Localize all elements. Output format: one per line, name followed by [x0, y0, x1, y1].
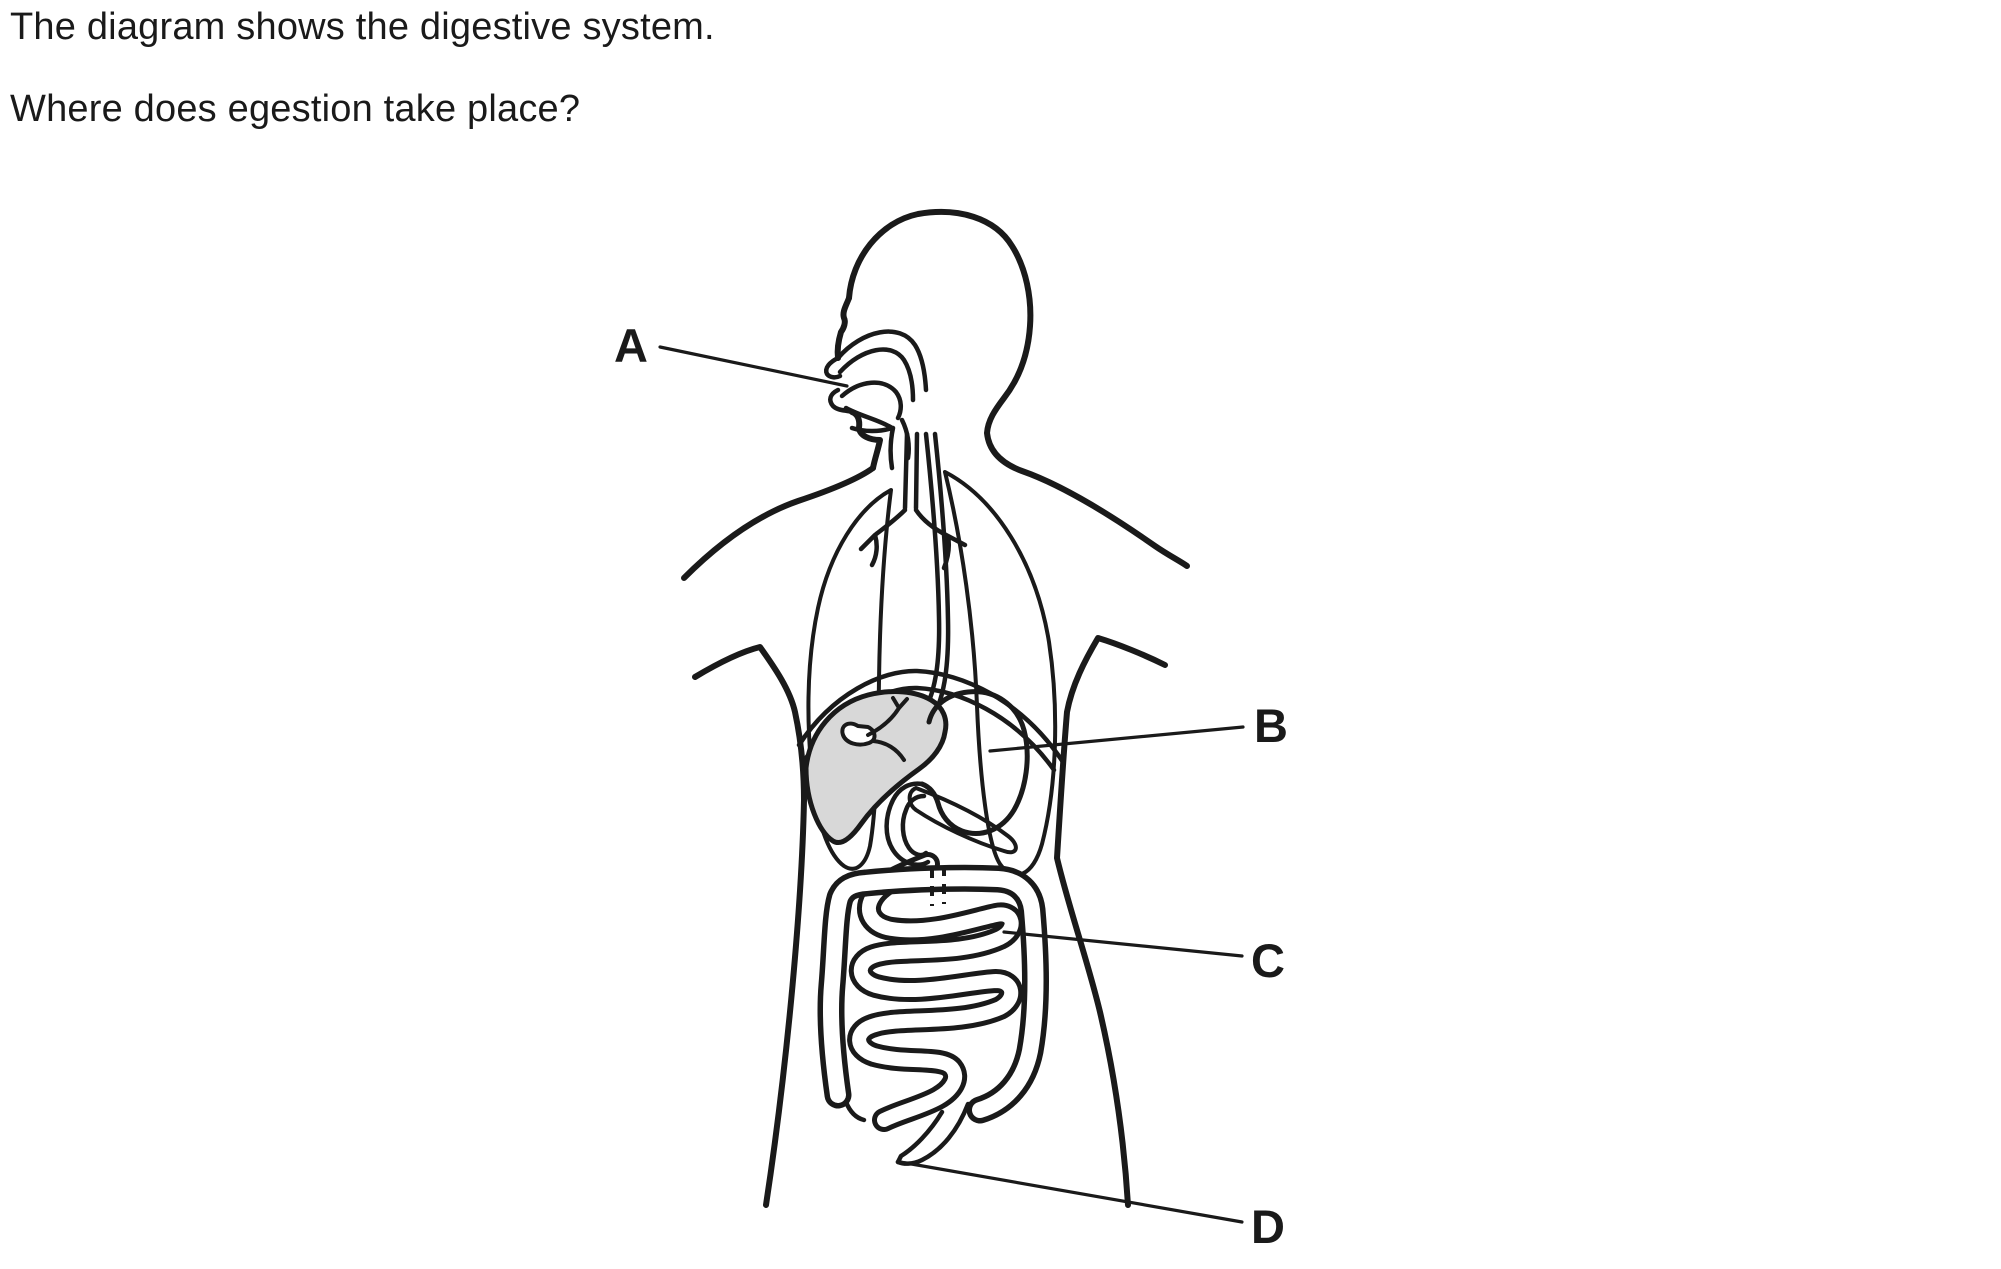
leader-lines: [658, 345, 1245, 1224]
palate-outer-arc: [835, 329, 929, 393]
duodenum: [884, 781, 931, 867]
pancreas: [907, 786, 1018, 855]
left-shoulder-arm: [681, 465, 876, 581]
tongue-top: [839, 380, 903, 421]
small-intestine: [847, 852, 1024, 1132]
lungs-outline: [806, 470, 1058, 877]
face-front: [834, 295, 852, 361]
label-c: C: [1251, 934, 1285, 987]
label-b-leader-line: [988, 725, 1245, 753]
label-c-leader-line: [1002, 930, 1244, 958]
left-bronchus: [858, 507, 908, 568]
left-lung-outline: [806, 488, 893, 871]
gallbladder-and-bile-ducts: [840, 696, 909, 762]
bile-ducts: [866, 696, 909, 762]
epiglottis: [888, 417, 911, 471]
hidden-duodenum-dashes: [930, 866, 946, 906]
label-a: A: [614, 319, 648, 372]
upper-lip: [824, 355, 843, 380]
question-line-2: Where does egestion take place?: [10, 88, 581, 130]
esophagus-right-wall: [926, 431, 951, 727]
right-bronchus: [913, 507, 968, 571]
right-armpit-torso-side: [1054, 635, 1168, 1208]
stomach: [919, 689, 1030, 836]
right-lung-outline: [943, 470, 1058, 877]
question-line-1: The diagram shows the digestive system.: [10, 6, 715, 48]
palate-inner-arc: [837, 347, 916, 403]
left-armpit-torso-side: [692, 644, 807, 1208]
skull-and-right-shoulder: [846, 208, 1190, 569]
body-outline: [681, 208, 1190, 1208]
chin-jaw-neck: [849, 409, 883, 471]
label-a-leader-line: [658, 345, 849, 388]
label-d-leader-line: [898, 1160, 1244, 1224]
label-d: D: [1251, 1200, 1285, 1253]
esophagus: [918, 431, 951, 727]
large-intestine: [817, 864, 1049, 1124]
lower-lip: [828, 387, 855, 415]
appendix: [843, 1099, 867, 1123]
label-b: B: [1254, 699, 1288, 752]
mouth-cutaway: [824, 329, 929, 471]
